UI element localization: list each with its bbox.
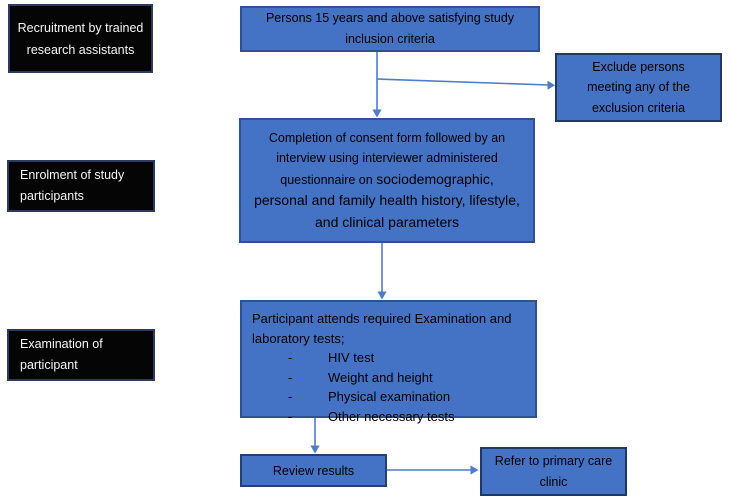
node-text: Refer to primary care clinic bbox=[494, 453, 613, 489]
list-dash: - bbox=[288, 369, 293, 385]
exam-list-item: - Other necessary tests bbox=[252, 407, 529, 427]
exam-item-text: Weight and height bbox=[328, 369, 433, 385]
node-exclude-persons: Exclude persons meeting any of the exclu… bbox=[555, 53, 722, 122]
arrowhead-down-icon bbox=[372, 109, 382, 118]
stage-label-enrolment: Enrolment of study participants bbox=[7, 160, 155, 212]
node-examination-tests: Participant attends required Examination… bbox=[240, 300, 537, 424]
exam-intro-text: Participant attends required Examination… bbox=[252, 311, 512, 346]
node-text: Review results bbox=[272, 463, 355, 478]
node-text: Completion of consent form followed by a… bbox=[254, 130, 520, 230]
exam-list-item: - Physical examination bbox=[252, 387, 529, 407]
exam-item-text: Physical examination bbox=[328, 389, 451, 404]
exam-list-item: - Weight and height bbox=[252, 368, 529, 388]
stage-label-examination: Examination of participant bbox=[7, 329, 155, 381]
connector-inclusion-to-consent bbox=[372, 52, 382, 118]
exam-list-item: - HIV test bbox=[252, 348, 529, 368]
node-consent-interview: Completion of consent form followed by a… bbox=[239, 118, 535, 243]
connector-branch-to-exclude bbox=[376, 78, 555, 90]
stage-label-text: Enrolment of study participants bbox=[20, 167, 125, 204]
arrowhead-down-icon bbox=[310, 445, 320, 454]
stage-label-text: Examination of participant bbox=[20, 336, 103, 373]
arrowhead-right-icon bbox=[470, 465, 479, 475]
arrowhead-down-icon bbox=[377, 291, 387, 300]
connector-consent-to-exam bbox=[377, 243, 387, 300]
arrowhead-right-icon bbox=[547, 80, 555, 90]
list-dash: - bbox=[288, 389, 293, 404]
node-review-results: Review results bbox=[240, 454, 387, 487]
exam-item-text: HIV test bbox=[328, 350, 375, 365]
connector-review-to-refer bbox=[387, 465, 479, 475]
node-text: Exclude persons meeting any of the exclu… bbox=[587, 59, 690, 115]
list-dash: - bbox=[288, 408, 293, 424]
node-inclusion-criteria: Persons 15 years and above satisfying st… bbox=[240, 6, 540, 52]
node-text: Persons 15 years and above satisfying st… bbox=[265, 11, 515, 46]
list-dash: - bbox=[288, 350, 293, 365]
stage-label-recruitment: Recruitment by trained research assistan… bbox=[8, 4, 153, 73]
exam-item-text: Other necessary tests bbox=[328, 408, 455, 424]
stage-label-text: Recruitment by trained research assistan… bbox=[17, 20, 144, 57]
node-refer-clinic: Refer to primary care clinic bbox=[480, 447, 627, 496]
